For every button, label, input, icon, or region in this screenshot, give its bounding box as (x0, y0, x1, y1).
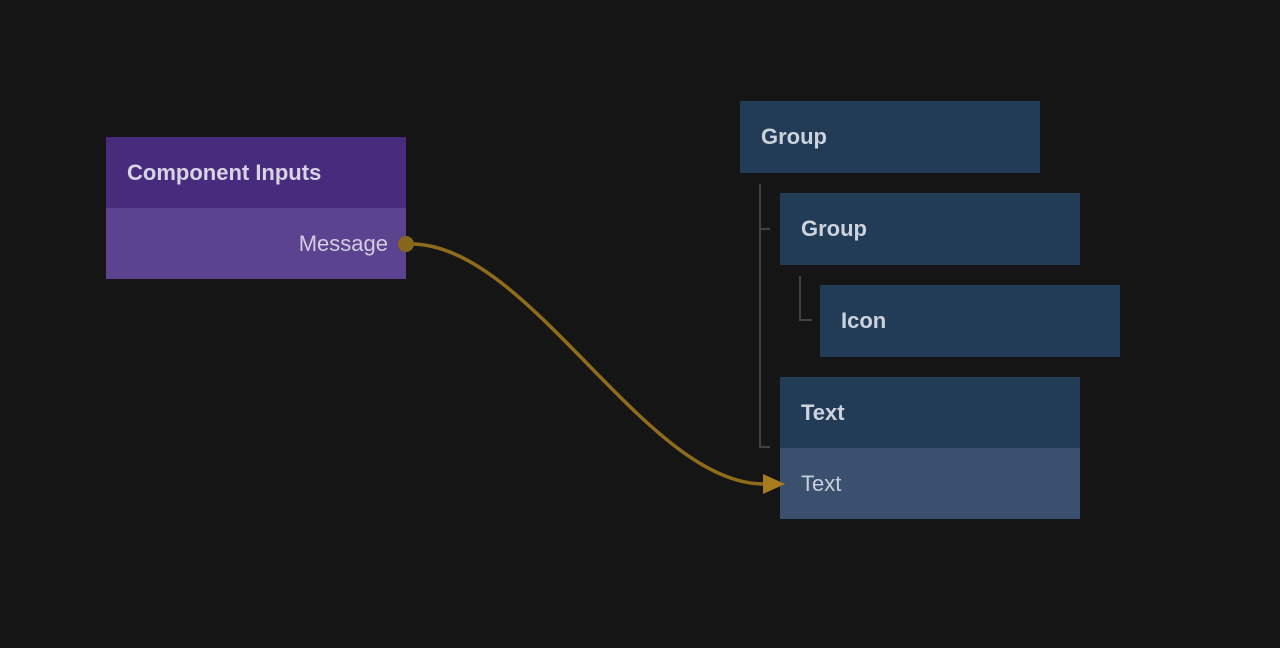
layer-node-label: Text (801, 399, 845, 425)
connection-wire[interactable] (410, 242, 765, 486)
text-input-row-label: Text (801, 470, 842, 496)
component-inputs-title: Component Inputs (127, 159, 322, 185)
output-row-message[interactable]: Message (106, 208, 406, 279)
output-label-message: Message (298, 230, 388, 256)
layer-node-label: Icon (841, 308, 887, 333)
layer-node-label: Group (801, 216, 867, 241)
layer-node-text-header[interactable]: Text (780, 377, 1080, 448)
tree-connector-root-vertical (759, 184, 770, 448)
message-output-port[interactable] (398, 236, 414, 252)
layer-node-label: Group (761, 124, 827, 149)
component-inputs-header[interactable]: Component Inputs (106, 137, 406, 208)
layer-node-group-inner[interactable]: Group (780, 193, 1080, 265)
layer-node-group-outer[interactable]: Group (740, 101, 1040, 173)
component-inputs-node[interactable]: Component Inputs Message (106, 137, 406, 279)
tree-connector-icon-elbow (799, 276, 812, 321)
wire-arrowhead-icon (763, 474, 785, 494)
layer-node-icon[interactable]: Icon (820, 285, 1120, 357)
layer-node-text[interactable]: Text Text (780, 377, 1080, 519)
text-input-row-highlighted[interactable]: Text (780, 448, 1080, 519)
